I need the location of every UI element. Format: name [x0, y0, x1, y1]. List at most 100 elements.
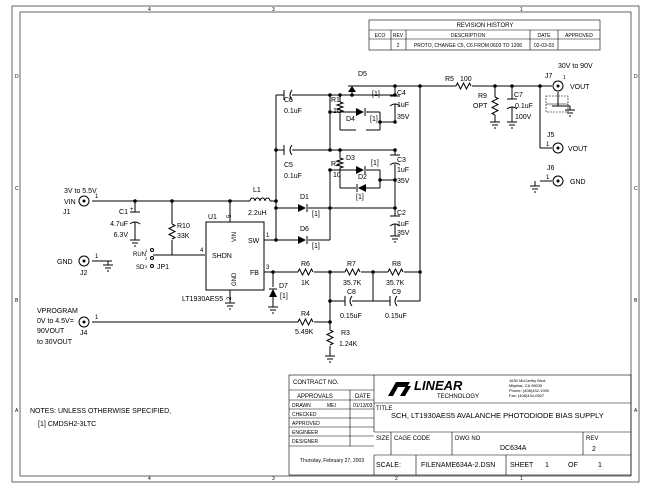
- c2-value: 1uF: [397, 221, 409, 228]
- drawn-date-value: 01/13/03: [353, 403, 373, 409]
- c4-value: 1uF: [397, 102, 409, 109]
- c1-value: 4.7uF: [110, 221, 128, 228]
- u1-ref: U1: [208, 214, 217, 221]
- filename-value: 634A-2.DSN: [456, 462, 495, 469]
- connector-j5: VOUT J5 1: [546, 132, 588, 154]
- gnd-in-label: GND: [57, 259, 73, 266]
- u1-pin-1: 1: [266, 233, 270, 239]
- resistor-r10: R10 33K: [167, 223, 190, 240]
- ground-symbols: [103, 106, 575, 363]
- u1-pin-4: 4: [200, 248, 204, 254]
- resistor-r6: R6 1K: [297, 261, 314, 287]
- d6-ref: D6: [300, 226, 309, 233]
- r2-ref: R2: [331, 161, 340, 168]
- d3-note: [1]: [371, 160, 379, 167]
- logo-subtext: TECHNOLOGY: [437, 394, 479, 400]
- diode-d3: D3 [1]: [346, 155, 379, 174]
- drawn-by-value: MEI: [327, 403, 336, 409]
- d4-ref: D4: [346, 116, 355, 123]
- d2-note: [1]: [356, 194, 364, 201]
- c7-rating: 100V: [515, 114, 532, 121]
- approvals-label: APPROVALS: [297, 394, 333, 400]
- c3-value: 1uF: [397, 167, 409, 174]
- j5-ref: J5: [547, 132, 555, 139]
- scale-label: SCALE:: [376, 462, 401, 469]
- d5-ref: D5: [358, 71, 367, 78]
- company-address-1: 1630 McCarthy Blvd.: [509, 378, 546, 383]
- connector-j7: 30V to 90V VOUT J7 1: [545, 63, 593, 92]
- zone-label-right: A: [634, 408, 638, 414]
- zone-label-bottom: 3: [272, 476, 275, 482]
- c8-value: 0.15uF: [340, 313, 362, 320]
- c9-ref: C9: [392, 289, 401, 296]
- zone-label-left: D: [15, 74, 19, 80]
- engineer-label: ENGINEER: [292, 430, 319, 436]
- revision-header-rev: REV: [393, 33, 404, 39]
- r3-ref: R3: [341, 330, 350, 337]
- j7-ref: J7: [545, 73, 553, 80]
- u1-chip: U1 LT1930AES5 VIN SW SHDN FB GND 5 1 4 3…: [182, 214, 270, 303]
- approvals-date-label: DATE: [355, 394, 371, 400]
- diode-d5: D5 [1]: [348, 71, 380, 98]
- d1-note: [1]: [312, 211, 320, 218]
- u1-pin-shdn: SHDN: [212, 253, 232, 260]
- of-value: 1: [598, 462, 602, 469]
- l1-value: 2.2uH: [248, 210, 267, 217]
- vin-range-label: 3V to 5.5V: [64, 188, 97, 195]
- zone-label-right: C: [634, 186, 638, 192]
- vprogram-label: VPROGRAM: [37, 308, 78, 315]
- cage-code-label: CAGE CODE: [394, 436, 430, 442]
- title-block: CONTRACT NO. APPROVALS DATE DRAWN MEI 01…: [288, 374, 632, 476]
- j2-ref: J2: [80, 270, 88, 277]
- u1-pin-5: 5: [227, 214, 233, 218]
- revision-history-table: REVISION HISTORY ECO REV DESCRIPTION DAT…: [368, 19, 601, 51]
- connector-j4: VPROGRAM 0V to 4.5V= 90VOUT to 30VOUT J4…: [37, 308, 99, 346]
- revision-header-approved: APPROVED: [565, 33, 593, 39]
- connector-j1: 3V to 5.5V VIN J1 1: [63, 188, 99, 216]
- capacitor-c8: C8 0.15uF: [340, 289, 362, 320]
- zone-label-bottom: 4: [148, 476, 151, 482]
- c7-ref: C7: [514, 92, 523, 99]
- u1-pin-vin: VIN: [232, 232, 238, 242]
- r3-value: 1.24K: [339, 341, 358, 348]
- designer-label: DESIGNER: [292, 439, 319, 445]
- approved-label: APPROVED: [292, 421, 320, 427]
- c3-rating: 35V: [397, 178, 410, 185]
- zone-label-top: 1: [520, 7, 523, 13]
- revision-header-eco: ECO: [375, 33, 386, 39]
- l1-ref: L1: [253, 187, 261, 194]
- zone-label-right: B: [634, 298, 638, 304]
- vprogram-vout-label: 90VOUT: [37, 328, 65, 335]
- zone-label-bottom: 1: [520, 476, 523, 482]
- title-label: TITLE: [376, 406, 392, 412]
- j6-pin: 1: [546, 175, 550, 181]
- jp1-pin1: 1: [145, 248, 148, 253]
- inductor-l1: L1 2.2uH: [248, 187, 271, 217]
- border-zone-labels: 1 1 2 3 3 4 4 D D C C B B A A: [15, 7, 638, 482]
- r5-value: 100: [460, 76, 472, 83]
- u1-pin-fb: FB: [250, 270, 259, 277]
- r4-ref: R4: [301, 311, 310, 318]
- zone-label-bottom: 2: [395, 476, 398, 482]
- r4-value: 5.49K: [295, 329, 314, 336]
- u1-pin-sw: SW: [248, 238, 260, 245]
- revision-rev-value: 2: [397, 43, 400, 49]
- capacitor-c9: C9 0.15uF: [385, 289, 407, 320]
- of-label: OF: [568, 462, 578, 469]
- size-label: SIZE: [376, 436, 389, 442]
- notes: NOTES: UNLESS OTHERWISE SPECIFIED, [1] C…: [30, 408, 171, 428]
- r8-ref: R8: [392, 261, 401, 268]
- j1-ref: J1: [63, 209, 71, 216]
- diode-d1: D1 [1]: [298, 194, 320, 218]
- r5-ref: R5: [445, 76, 454, 83]
- diode-d7: D7 [1]: [269, 283, 288, 300]
- c2-rating: 35V: [397, 230, 410, 237]
- r9-ref: R9: [478, 93, 487, 100]
- junction-dots: [133, 84, 542, 324]
- resistor-r2: R2 10: [331, 157, 345, 179]
- j4-ref: J4: [80, 330, 88, 337]
- zone-label-left: C: [15, 186, 19, 192]
- j2-pin: 1: [95, 254, 99, 260]
- jp1-ref: JP1: [157, 264, 169, 271]
- d1-ref: D1: [300, 194, 309, 201]
